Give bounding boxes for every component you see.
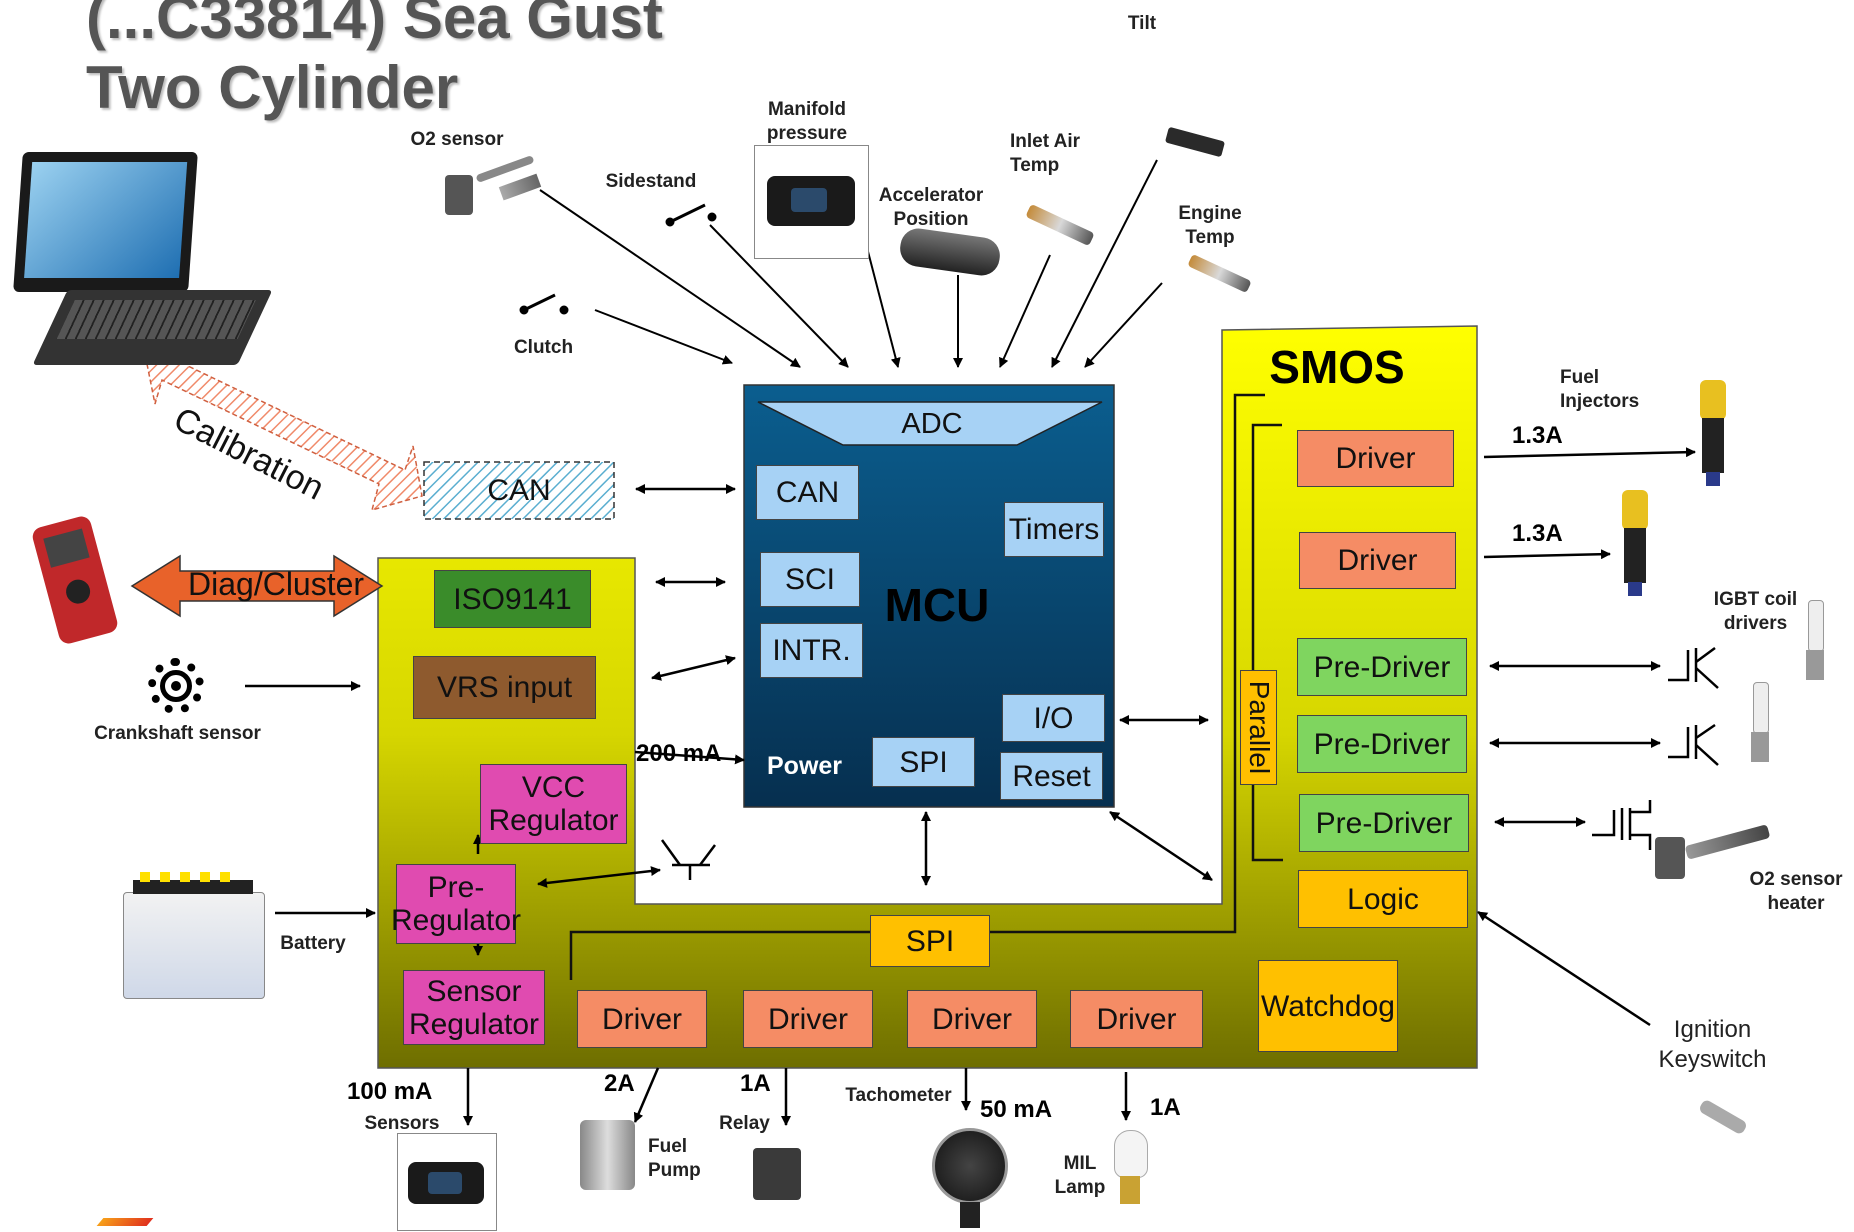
- sensors-output-label: Sensors: [364, 1113, 440, 1134]
- can-external-box: [423, 461, 615, 520]
- diag-cluster-label: Diag/Cluster: [188, 566, 365, 602]
- fuel-injector-icon: [1612, 490, 1662, 598]
- engine-temp-label: Engine Temp: [1178, 203, 1242, 248]
- engine-temp-sensor-icon: [1182, 252, 1257, 297]
- mcu-timers-block: Timers: [1004, 502, 1104, 557]
- mcu-io-block: I/O: [1002, 694, 1105, 742]
- throttle-grip-icon: [897, 226, 1005, 278]
- tachometer-icon: [930, 1128, 1010, 1232]
- relay-label: Relay: [719, 1113, 770, 1134]
- sensor-regulator-block: Sensor Regulator: [403, 970, 545, 1045]
- adc-block: [757, 401, 1103, 446]
- mcu-reset-block: Reset: [1000, 752, 1103, 800]
- o2-sensor-heater-label: O2 sensor heater: [1749, 869, 1843, 914]
- tilt-label: Tilt: [1127, 13, 1157, 34]
- iso9141-block: ISO9141: [434, 570, 591, 628]
- ignition-keyswitch-label: Ignition Keyswitch: [1658, 1016, 1767, 1073]
- battery-label: Battery: [280, 933, 346, 954]
- bottom-driver-4: Driver: [1070, 990, 1203, 1048]
- inlet-air-temp-label: Inlet Air Temp: [1010, 131, 1081, 176]
- pre-regulator-block: Pre- Regulator: [391, 864, 521, 944]
- parallel-label: Parallel: [1243, 680, 1275, 775]
- injector-driver-1: Driver: [1297, 430, 1454, 487]
- bottom-driver-1: Driver: [577, 990, 707, 1048]
- fuel-injectors-label: Fuel Injectors: [1560, 367, 1640, 412]
- watchdog-block: Watchdog: [1258, 960, 1398, 1052]
- injector1-current: 1.3A: [1512, 422, 1563, 449]
- injector2-current: 1.3A: [1512, 520, 1563, 547]
- mcu-power-label: Power: [767, 752, 843, 780]
- fuel-pump-icon: [570, 1110, 645, 1200]
- crankshaft-gear-icon: [148, 658, 210, 720]
- mcu-label: MCU: [884, 579, 990, 631]
- mil-lamp-icon: [1110, 1130, 1150, 1210]
- ignition-key-icon: [1690, 1090, 1760, 1150]
- bottom-driver-3: Driver: [907, 990, 1037, 1048]
- sensors-current: 100 mA: [347, 1078, 433, 1105]
- bottom-driver-2: Driver: [743, 990, 873, 1048]
- vcc-regulator-block: VCC Regulator: [480, 764, 627, 844]
- relay-icon: [745, 1140, 810, 1210]
- mcu-spi-block: SPI: [872, 737, 975, 787]
- diag-arrow: [130, 554, 384, 618]
- o2-sensor-icon: [445, 154, 545, 225]
- smos-label: SMOS: [1269, 341, 1405, 393]
- vrs-input-block: VRS input: [413, 656, 596, 719]
- crankshaft-sensor-label: Crankshaft sensor: [94, 723, 261, 744]
- page-title-line2: Two Cylinder: [86, 54, 459, 121]
- pre-driver-2: Pre-Driver: [1297, 715, 1467, 773]
- scan-tool-icon: [25, 510, 140, 650]
- mil-lamp-label: MIL Lamp: [1054, 1153, 1106, 1198]
- pump-current: 2A: [604, 1070, 635, 1097]
- logo-icon: [96, 1212, 160, 1232]
- fuel-injector-icon: [1690, 380, 1740, 488]
- relay-current: 1A: [740, 1070, 771, 1097]
- mcu-can-block: CAN: [756, 465, 859, 520]
- injector-driver-2: Driver: [1299, 532, 1456, 589]
- laptop-icon: [10, 140, 273, 370]
- mcu-sci-block: SCI: [760, 552, 860, 607]
- inlet-air-sensor-icon: [1020, 200, 1100, 255]
- o2-heater-icon: [1655, 815, 1775, 895]
- page-title-line1: (...C33814) Sea Gust: [86, 0, 663, 51]
- o2-sensor-label: O2 sensor: [410, 129, 504, 150]
- manifold-pressure-label: Manifold pressure: [766, 99, 848, 144]
- sidestand-label: Sidestand: [605, 171, 697, 192]
- mcu-power-current: 200 mA: [636, 740, 722, 767]
- spark-plug-icon: [1745, 682, 1775, 777]
- pre-driver-3: Pre-Driver: [1299, 794, 1469, 852]
- fuel-pump-label: Fuel Pump: [648, 1136, 701, 1181]
- battery-icon: [118, 872, 268, 1002]
- manifold-sensor-icon: [754, 145, 869, 259]
- clutch-label: Clutch: [513, 337, 574, 358]
- logic-block: Logic: [1298, 870, 1468, 928]
- pre-driver-1: Pre-Driver: [1297, 638, 1467, 696]
- parallel-block: Parallel: [1240, 670, 1277, 785]
- igbt-coil-drivers-label: IGBT coil drivers: [1713, 589, 1798, 634]
- external-can-label: CAN: [487, 474, 551, 507]
- tilt-sensor-icon: [1160, 118, 1232, 168]
- tach-current: 50 mA: [980, 1096, 1053, 1123]
- mcu-intr-block: INTR.: [760, 623, 863, 678]
- calibration-arrow: [144, 338, 423, 512]
- smos-spi-block: SPI: [870, 915, 990, 967]
- adc-label: ADC: [901, 408, 963, 441]
- map-sensor-icon: [397, 1133, 497, 1231]
- tachometer-label: Tachometer: [845, 1085, 952, 1106]
- mil-current: 1A: [1150, 1094, 1181, 1121]
- accelerator-position-label: Accelerator Position: [878, 185, 984, 230]
- spark-plug-icon: [1800, 600, 1830, 695]
